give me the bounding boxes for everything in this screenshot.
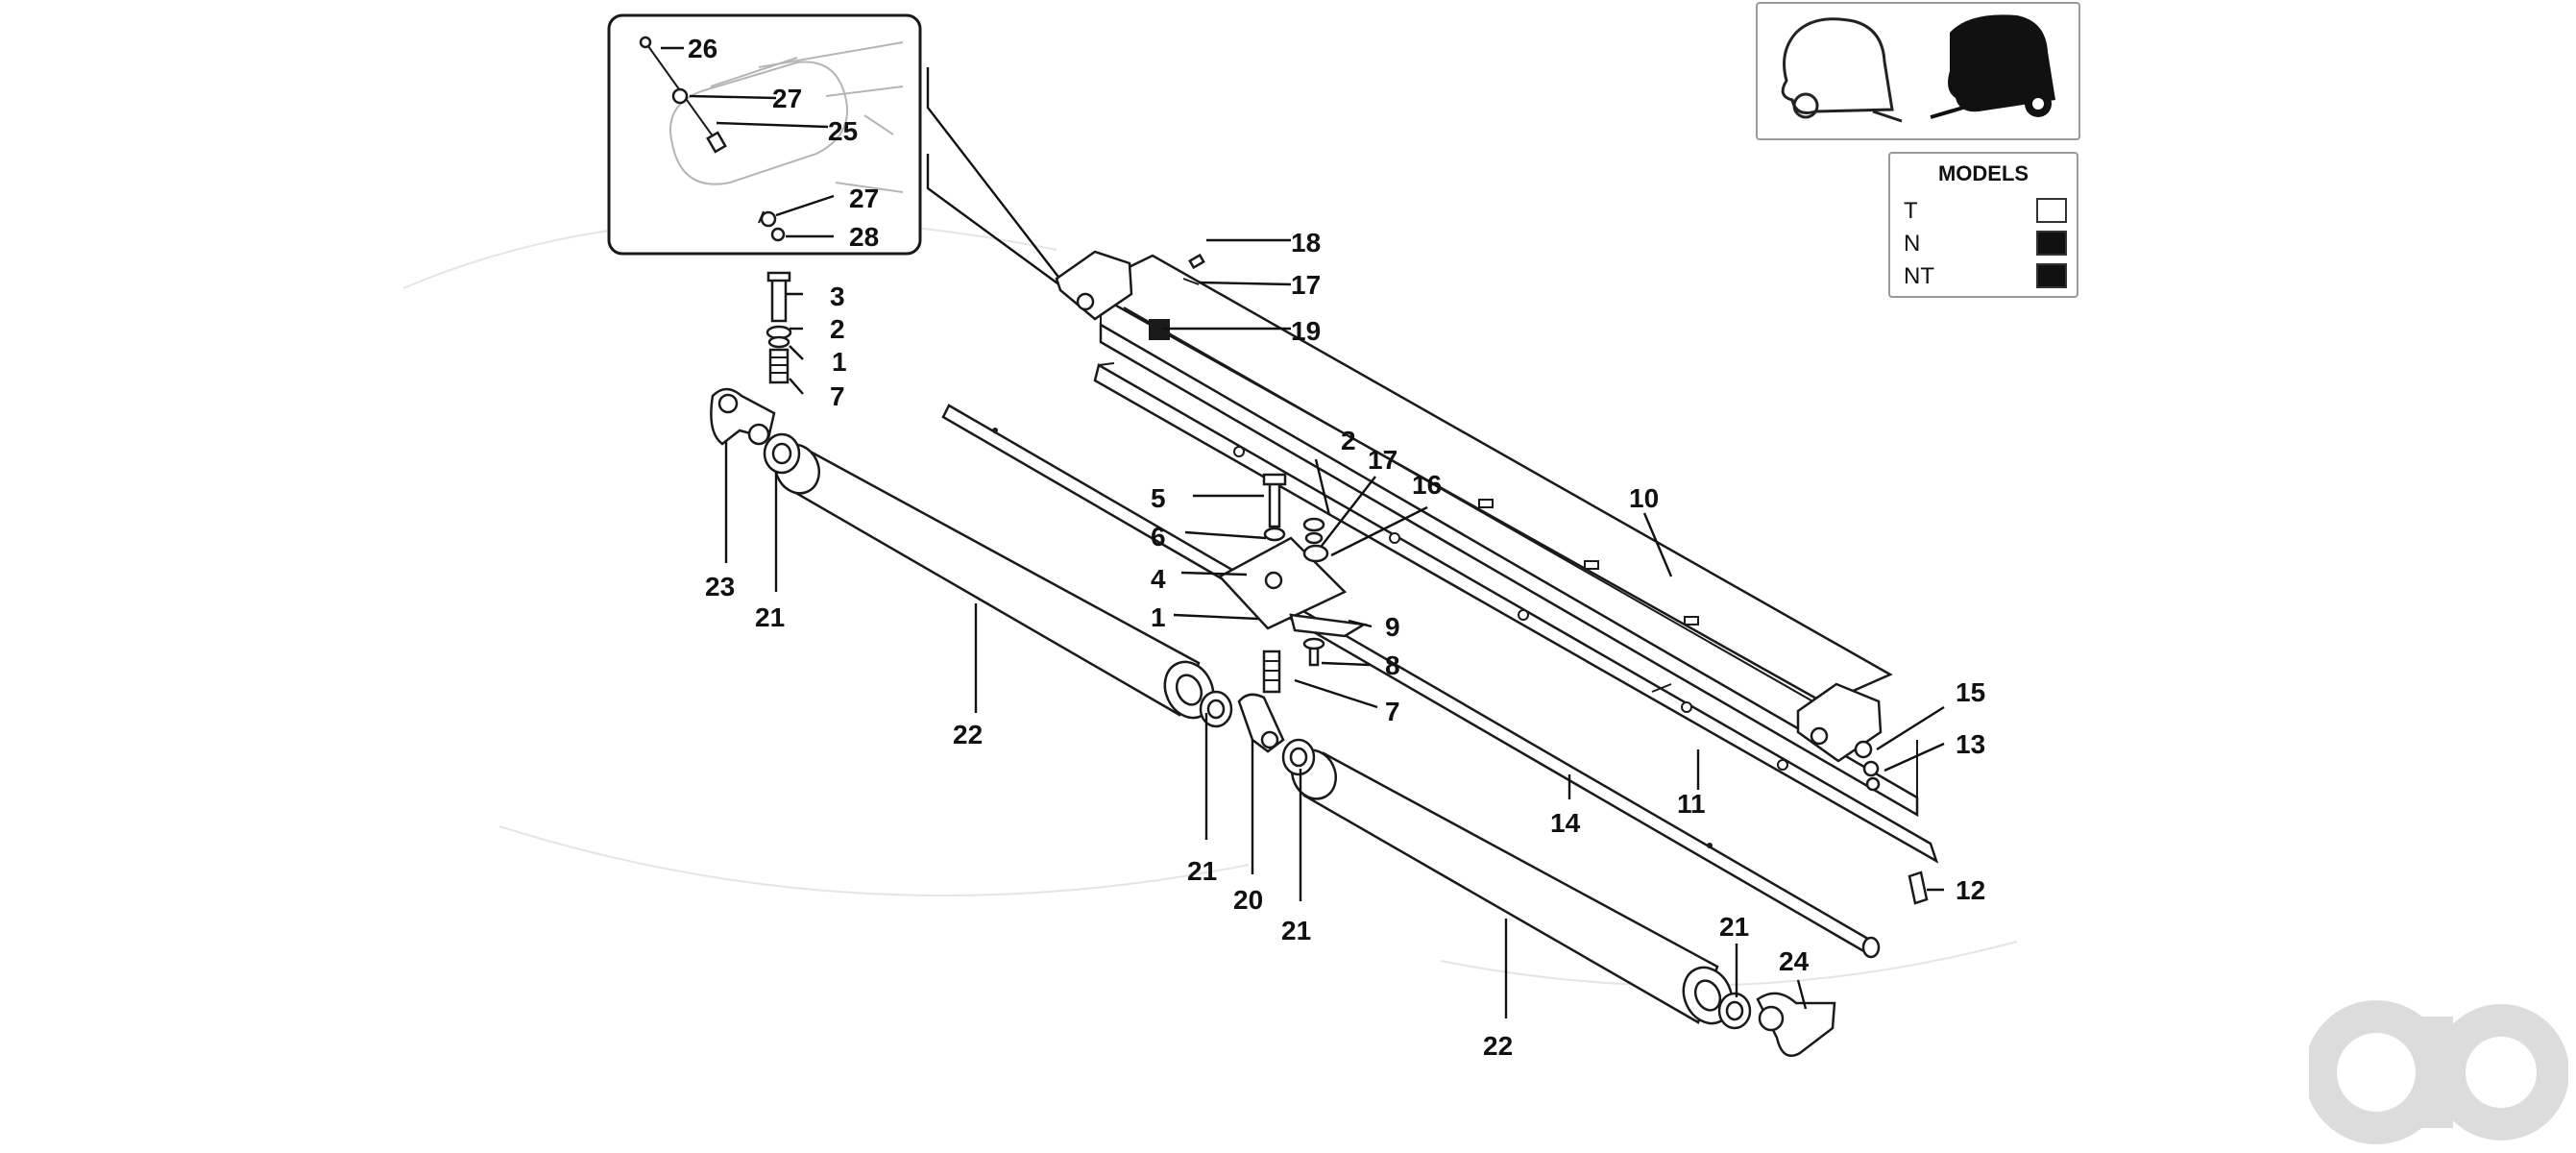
legend-swatch bbox=[2036, 263, 2067, 288]
lower-strip bbox=[1093, 362, 1939, 864]
callout-18: 18 bbox=[1291, 228, 1321, 258]
legend-swatch bbox=[2036, 231, 2067, 256]
top-small-parts bbox=[1149, 253, 1205, 340]
inset-connector bbox=[926, 67, 1065, 289]
callout-22: 22 bbox=[1483, 1031, 1513, 1061]
legend-row: T bbox=[1904, 196, 2067, 225]
callout-5: 5 bbox=[1151, 483, 1166, 513]
arm-left bbox=[710, 387, 776, 446]
frame-channel bbox=[1055, 250, 1919, 818]
callout-2: 2 bbox=[1341, 426, 1356, 455]
callout-21: 21 bbox=[1187, 856, 1217, 886]
callout-26: 26 bbox=[688, 34, 717, 63]
legend-code: T bbox=[1904, 198, 1918, 224]
fastener-stack-left bbox=[766, 271, 792, 384]
legend-code: N bbox=[1904, 231, 1921, 257]
callout-4: 4 bbox=[1151, 564, 1166, 594]
callout-22: 22 bbox=[953, 720, 983, 749]
baler-outline-icon bbox=[1781, 17, 1903, 123]
models-legend: MODELS T N NT bbox=[1888, 152, 2078, 298]
callout-7: 7 bbox=[1385, 697, 1400, 726]
callout-16: 16 bbox=[1412, 470, 1442, 500]
model-thumbnail bbox=[1756, 2, 2080, 140]
roller-lower bbox=[1290, 748, 1734, 1025]
callout-21: 21 bbox=[1281, 916, 1311, 945]
callout-9: 9 bbox=[1385, 612, 1400, 642]
callout-1: 1 bbox=[1151, 602, 1166, 632]
callout-21: 21 bbox=[1719, 912, 1749, 942]
baler-filled-icon bbox=[1930, 14, 2055, 119]
callout-8: 8 bbox=[1385, 650, 1400, 680]
callout-27: 27 bbox=[849, 184, 879, 213]
callout-23: 23 bbox=[705, 572, 735, 601]
bearings bbox=[763, 432, 1752, 1030]
legend-title: MODELS bbox=[1937, 161, 2029, 185]
legend-row: NT bbox=[1904, 261, 2067, 290]
callout-28: 28 bbox=[849, 222, 879, 252]
legend-swatch bbox=[2036, 198, 2067, 223]
callout-2: 2 bbox=[830, 314, 845, 344]
ao-logo-icon bbox=[2309, 1000, 2568, 1144]
callout-1: 1 bbox=[832, 347, 847, 377]
bolt-12 bbox=[1908, 871, 1929, 905]
callout-15: 15 bbox=[1956, 677, 1985, 707]
callout-17: 17 bbox=[1291, 270, 1321, 300]
callout-14: 14 bbox=[1550, 808, 1581, 838]
callout-10: 10 bbox=[1629, 483, 1659, 513]
center-bracket bbox=[1217, 473, 1368, 694]
callout-19: 19 bbox=[1291, 316, 1321, 346]
callouts: 26 27 25 27 28 3 2 1 7 23 21 22 18 17 19… bbox=[688, 34, 1985, 1061]
callout-6: 6 bbox=[1151, 522, 1166, 552]
callout-24: 24 bbox=[1779, 946, 1810, 976]
callout-17: 17 bbox=[1368, 445, 1397, 475]
legend-code: NT bbox=[1904, 263, 1934, 289]
callout-21: 21 bbox=[755, 602, 785, 632]
callout-20: 20 bbox=[1233, 885, 1263, 915]
callout-12: 12 bbox=[1956, 875, 1985, 905]
inset-detail bbox=[607, 13, 922, 256]
legend-row: N bbox=[1904, 229, 2067, 258]
callout-13: 13 bbox=[1956, 729, 1985, 759]
callout-27: 27 bbox=[772, 84, 802, 113]
callout-3: 3 bbox=[830, 282, 845, 311]
arm-center bbox=[1237, 693, 1285, 753]
callout-25: 25 bbox=[828, 116, 858, 146]
callout-7: 7 bbox=[830, 381, 845, 411]
end-caps-right bbox=[1854, 740, 1881, 792]
long-rod bbox=[941, 404, 1881, 959]
callout-11: 11 bbox=[1677, 789, 1706, 819]
leader-lines bbox=[724, 238, 1945, 1018]
arm-right bbox=[1756, 992, 1836, 1057]
